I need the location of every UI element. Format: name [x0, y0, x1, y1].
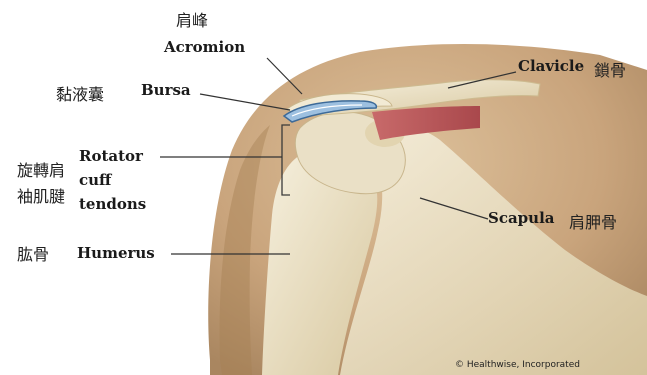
scapula-label: Scapula	[488, 209, 555, 227]
humerus-zh-label: 肱骨	[17, 241, 49, 265]
scapula-zh-label: 肩胛骨	[569, 209, 617, 233]
rotator-cuff-zh-line1: 旋轉肩	[17, 157, 65, 181]
bursa-label: Bursa	[141, 81, 191, 99]
acromion-label: Acromion	[164, 38, 245, 56]
acromion-zh-label: 肩峰	[176, 7, 208, 31]
clavicle-zh-label: 鎖骨	[594, 57, 626, 81]
rotator-cuff-zh-line2: 袖肌腱	[17, 183, 65, 207]
rotator-cuff-line2: cuff	[79, 171, 111, 189]
copyright-credit: © Healthwise, Incorporated	[455, 360, 580, 370]
humerus-label: Humerus	[77, 244, 155, 262]
rotator-cuff-line1: Rotator	[79, 147, 143, 165]
bursa-zh-label: 黏液囊	[56, 81, 104, 105]
clavicle-label: Clavicle	[518, 57, 584, 75]
rotator-cuff-line3: tendons	[79, 195, 146, 213]
